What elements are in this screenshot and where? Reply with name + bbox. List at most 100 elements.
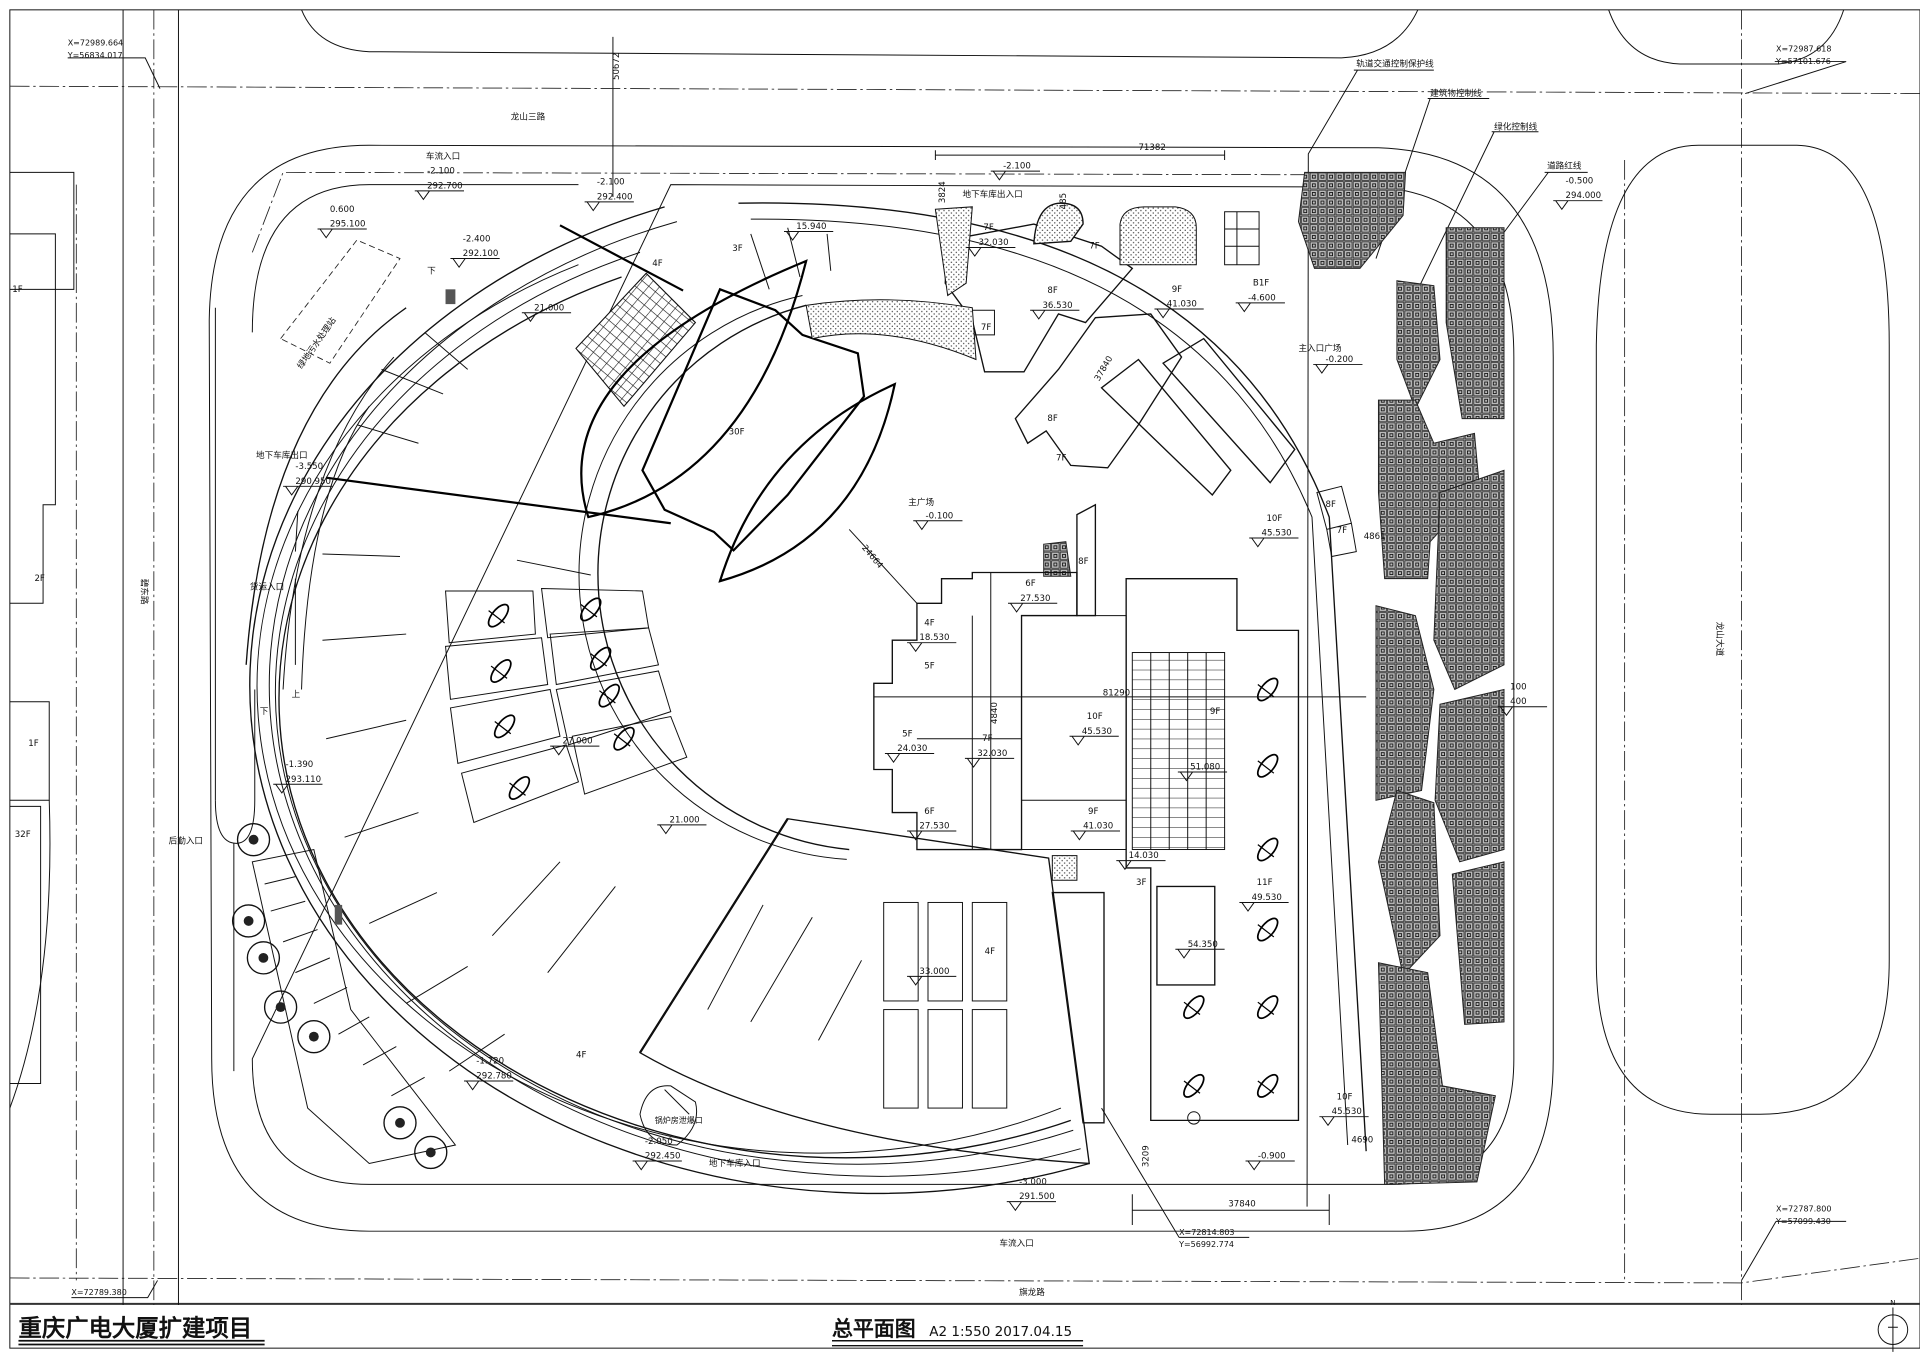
roof-level: 41.030 bbox=[1167, 300, 1197, 310]
satellite-dish-icon bbox=[598, 683, 620, 708]
roof-level: 45.530 bbox=[1332, 1107, 1362, 1117]
facility-label: 锅炉房泄爆口 bbox=[655, 1115, 703, 1125]
elevation-marker-icon bbox=[464, 1080, 514, 1091]
dimension-value: 71382 bbox=[1138, 143, 1165, 153]
roof-level: 49.530 bbox=[1252, 893, 1282, 903]
spot-level: 0.600 bbox=[330, 205, 355, 215]
floor-count: 7F bbox=[982, 734, 992, 744]
elevation-marker-icon bbox=[1239, 901, 1289, 912]
entrance-label: 车流入口 bbox=[426, 150, 460, 162]
spot-level: 400 bbox=[1510, 697, 1526, 707]
coordinate-y: Y=57101.676 bbox=[1775, 57, 1831, 66]
satellite-dish-icon bbox=[493, 714, 516, 739]
satellite-dish-icon bbox=[1256, 677, 1279, 702]
spot-level: -2.100 bbox=[1003, 162, 1031, 172]
north-label: N bbox=[1890, 1298, 1896, 1307]
dimension-value: 24664 bbox=[859, 543, 884, 570]
spot-level: 291.500 bbox=[1019, 1192, 1055, 1202]
elevation-marker-icon bbox=[907, 975, 957, 986]
satellite-dish-icon bbox=[508, 775, 531, 800]
entrance-label: 地下车库出入口 bbox=[962, 188, 1022, 200]
satellite-dish-icon bbox=[1183, 995, 1205, 1020]
spot-level: 27.000 bbox=[562, 737, 592, 747]
dimension-value: 37840 bbox=[1093, 354, 1115, 383]
spot-level: 21.000 bbox=[670, 815, 700, 825]
control-line-label: 建筑物控制线 bbox=[1430, 87, 1482, 99]
dimension-line bbox=[848, 529, 918, 604]
spot-level: 51.080 bbox=[1190, 762, 1220, 772]
spot-level: -0.100 bbox=[926, 511, 954, 521]
floor-tag: 7F bbox=[981, 323, 991, 333]
dimension-value: 3824 bbox=[938, 181, 948, 203]
satellite-dish-icon bbox=[487, 603, 510, 628]
elevation-marker-icon bbox=[1553, 200, 1603, 211]
elevation-marker-icon bbox=[450, 258, 500, 269]
elevation-marker-icon bbox=[907, 642, 957, 653]
floor-count: 10F bbox=[1266, 514, 1282, 524]
spot-level: 100 bbox=[1510, 682, 1526, 692]
satellite-dish-icon bbox=[490, 659, 512, 683]
elevation-marker-icon bbox=[550, 745, 600, 756]
dimension-value: 50672 bbox=[612, 53, 622, 80]
dimension-value: 4861 bbox=[1364, 532, 1386, 542]
entrance-label: 地下车库入口 bbox=[709, 1157, 761, 1169]
roof-level: 24.030 bbox=[897, 744, 927, 754]
floor-count: 11F bbox=[1257, 878, 1273, 888]
dimension-line bbox=[934, 150, 1226, 161]
control-line-label: 轨道交通控制保护线 bbox=[1356, 57, 1434, 69]
floor-tag: 7F bbox=[1089, 242, 1099, 252]
spot-level: 290.950 bbox=[295, 477, 331, 487]
entrance-label: 主入口广场 bbox=[1298, 342, 1341, 354]
roof-level: 41.030 bbox=[1083, 822, 1113, 832]
elevation-marker-icon bbox=[632, 1160, 682, 1171]
satellite-dish-icon bbox=[1256, 1073, 1279, 1098]
elevation-marker-icon bbox=[1116, 860, 1166, 871]
floor-count: 10F bbox=[1087, 712, 1103, 722]
spot-level: -0.500 bbox=[1566, 176, 1594, 186]
spot-level: 292.780 bbox=[476, 1072, 512, 1082]
spot-level: -0.900 bbox=[1258, 1152, 1286, 1162]
dimension-line bbox=[1131, 1194, 1330, 1226]
ramp-direction-mark: 下 bbox=[260, 707, 269, 717]
elevation-marker-icon bbox=[784, 230, 834, 241]
floor-count: 9F bbox=[1088, 807, 1098, 817]
spot-level: -2.400 bbox=[463, 234, 491, 244]
satellite-dish-icon bbox=[589, 646, 612, 671]
landscape-hedges bbox=[1043, 171, 1505, 1185]
spot-level: -0.200 bbox=[1326, 355, 1354, 365]
roof-level: 18.530 bbox=[919, 633, 949, 643]
satellite-dish-group bbox=[487, 597, 1279, 1098]
spot-level: 33.000 bbox=[919, 967, 949, 977]
floor-tag: 9F bbox=[1210, 707, 1220, 717]
elevation-marker-icon bbox=[990, 170, 1040, 181]
roof-level: 45.530 bbox=[1082, 727, 1112, 737]
elevation-marker-icon bbox=[966, 246, 1016, 257]
floor-count: B1F bbox=[1253, 279, 1269, 289]
floor-tag: 8F bbox=[1047, 414, 1057, 424]
entrance-label: 地下车库出口 bbox=[256, 449, 308, 461]
dimension-value: 485 bbox=[1059, 193, 1069, 209]
coordinate-x: X=72789.380 bbox=[71, 1288, 126, 1297]
entrance-label: 车流入口 bbox=[999, 1237, 1033, 1249]
floor-count: 5F bbox=[902, 729, 912, 739]
coordinate-x: X=72814.803 bbox=[1179, 1228, 1234, 1237]
floor-tag: 30F bbox=[729, 428, 745, 438]
floor-tag: 8F bbox=[1326, 500, 1336, 510]
elevation-marker-icon bbox=[283, 485, 333, 496]
floor-tag: 4F bbox=[576, 1051, 586, 1061]
elevation-marker-icon bbox=[1175, 948, 1225, 959]
floor-count: 7F bbox=[983, 223, 993, 233]
drawing-frame bbox=[9, 9, 1920, 1349]
floor-tag: 3F bbox=[732, 244, 742, 254]
dimension-value: 81290 bbox=[1103, 689, 1130, 699]
elevation-marker-icon bbox=[1069, 735, 1119, 746]
elevation-marker-icon bbox=[1497, 706, 1548, 717]
elevation-marker-icon bbox=[1249, 537, 1299, 548]
entrance-label: 主广场 bbox=[908, 496, 934, 508]
coordinate-x: X=72787.800 bbox=[1776, 1204, 1831, 1213]
satellite-dish-icon bbox=[1256, 917, 1279, 942]
elevation-marker-icon bbox=[1030, 309, 1080, 320]
road-name: 龙山大道 bbox=[1714, 622, 1726, 657]
road-name: 碧东路 bbox=[139, 579, 151, 605]
elevation-marker-icon bbox=[1008, 602, 1058, 613]
